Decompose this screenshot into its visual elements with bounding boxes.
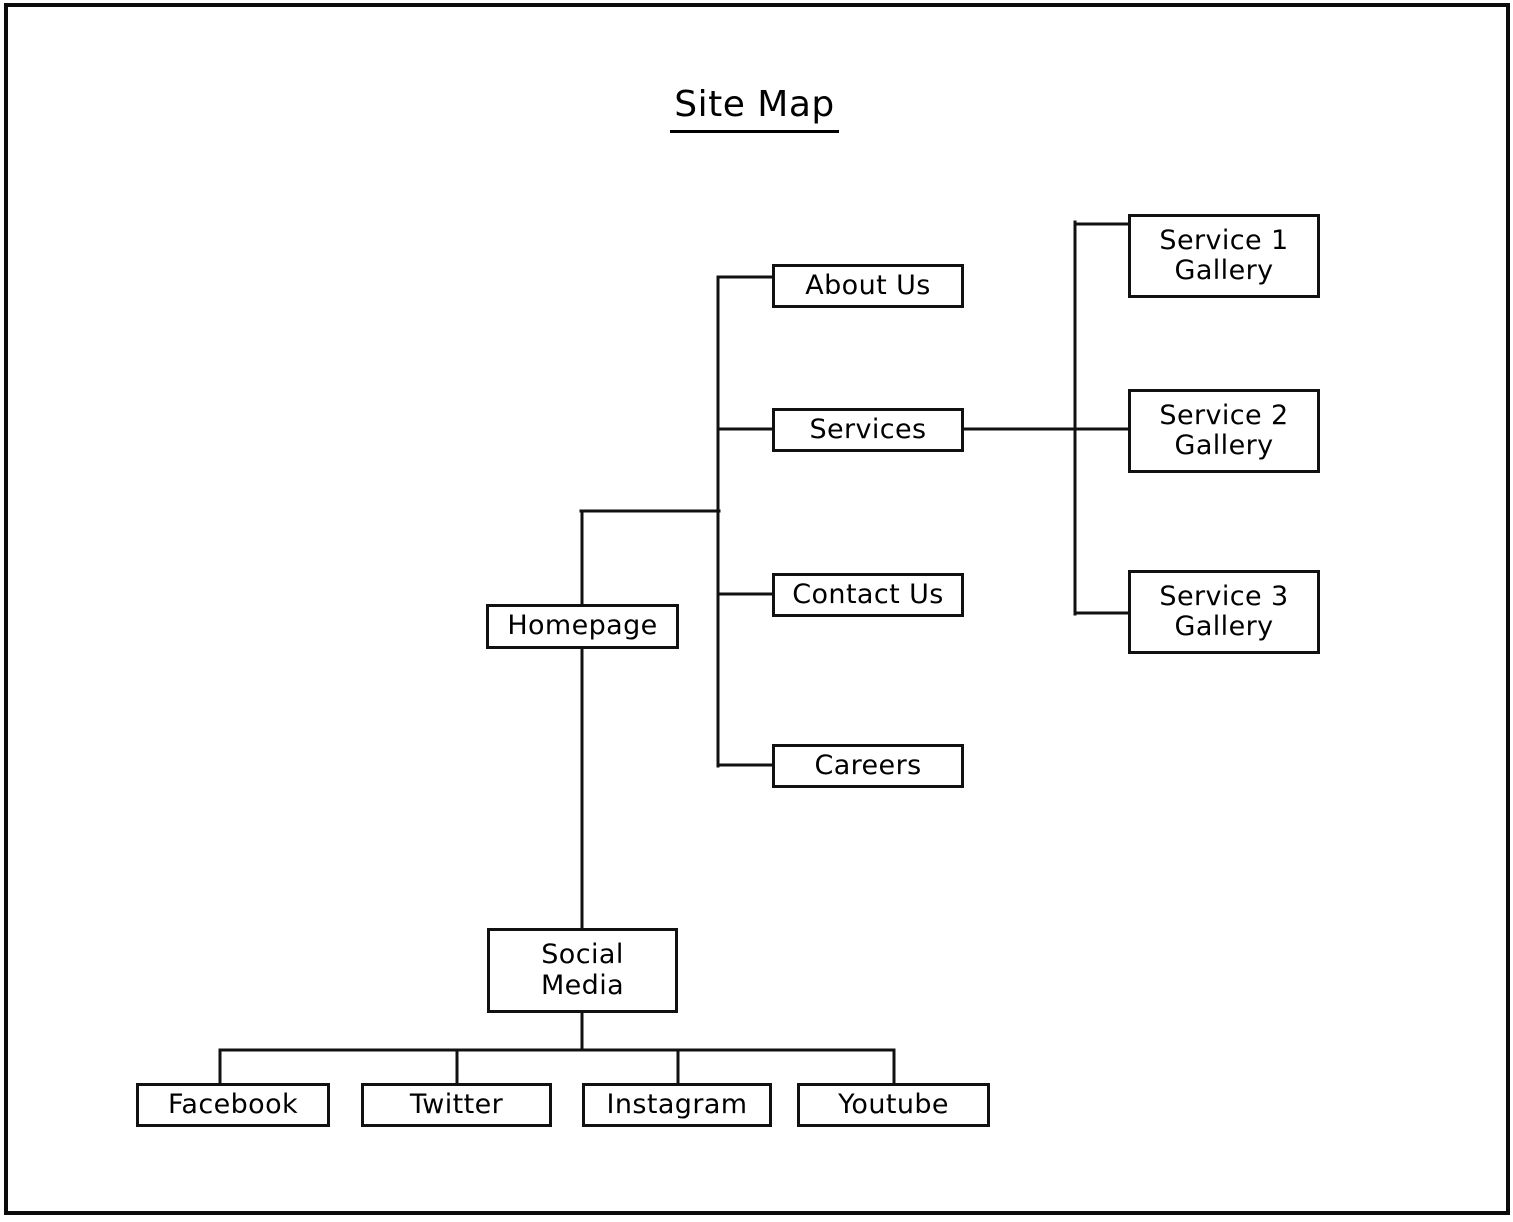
node-label-service-1-gallery-line1: Service 1 [1159, 224, 1289, 256]
node-label-careers: Careers [814, 749, 922, 781]
node-about-us[interactable]: About Us [772, 264, 964, 308]
node-label-services: Services [809, 413, 927, 445]
node-facebook[interactable]: Facebook [136, 1083, 330, 1127]
node-label-social-media-line1: Social [541, 939, 624, 971]
node-careers[interactable]: Careers [772, 744, 964, 788]
node-homepage[interactable]: Homepage [486, 604, 679, 649]
node-label-service-3-gallery-line1: Service 3 [1159, 580, 1289, 612]
node-label-youtube: Youtube [838, 1088, 949, 1120]
node-twitter[interactable]: Twitter [361, 1083, 552, 1127]
node-label-homepage: Homepage [507, 610, 658, 642]
node-label-social-media-line2: Media [540, 969, 625, 1001]
node-services[interactable]: Services [772, 408, 964, 452]
node-label-service-2-gallery-line2: Gallery [1174, 430, 1274, 461]
node-label-instagram: Instagram [606, 1088, 748, 1120]
node-label-contact-us: Contact Us [792, 578, 944, 610]
node-label-service-3-gallery-line2: Gallery [1174, 611, 1274, 642]
node-label-twitter: Twitter [409, 1088, 504, 1120]
page-title: Site Map [0, 84, 1513, 133]
node-youtube[interactable]: Youtube [797, 1083, 990, 1127]
node-label-facebook: Facebook [167, 1088, 299, 1120]
node-contact-us[interactable]: Contact Us [772, 573, 964, 617]
page-title-text: Site Map [670, 84, 839, 133]
node-label-about-us: About Us [805, 269, 931, 301]
node-instagram[interactable]: Instagram [582, 1083, 772, 1127]
node-label-service-2-gallery-line1: Service 2 [1159, 399, 1289, 431]
page-border-frame [4, 3, 1510, 1215]
node-label-service-1-gallery-line2: Gallery [1174, 255, 1274, 286]
